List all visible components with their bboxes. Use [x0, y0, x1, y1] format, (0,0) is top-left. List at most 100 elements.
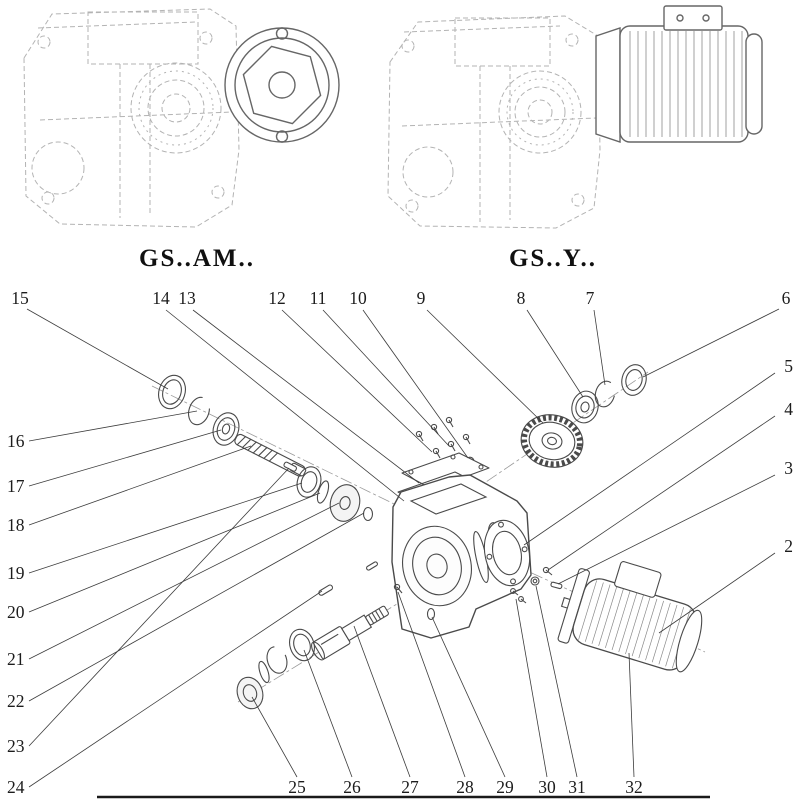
callout-label-22: 22 — [7, 691, 25, 711]
callout-line-20 — [28, 492, 321, 613]
callout-line-25 — [251, 696, 298, 778]
callout-line-2 — [658, 552, 776, 634]
part-motor-2 — [557, 561, 703, 673]
part-screws-30 — [510, 588, 527, 604]
callout-label-4: 4 — [784, 399, 793, 419]
part-snap-ring-7 — [594, 380, 616, 408]
callout-label-12: 12 — [268, 288, 286, 308]
callout-line-11 — [322, 309, 450, 447]
callout-line-18 — [28, 445, 252, 526]
callout-label-6: 6 — [782, 288, 791, 308]
callout-label-30: 30 — [538, 777, 556, 797]
callout-label-23: 23 — [7, 736, 25, 756]
part-gear-9 — [520, 414, 584, 468]
part-bearing-17 — [212, 412, 240, 446]
callout-line-29 — [431, 616, 506, 778]
callout-line-31 — [535, 585, 578, 778]
callout-label-28: 28 — [456, 777, 474, 797]
callout-line-16 — [28, 410, 198, 442]
callout-label-31: 31 — [568, 777, 586, 797]
part-shim-20 — [316, 480, 330, 504]
part-key-23 — [283, 461, 298, 472]
callout-label-25: 25 — [288, 777, 306, 797]
part-oil-seal-15 — [158, 374, 186, 410]
callout-line-12 — [281, 309, 433, 453]
exploded-parts — [158, 364, 703, 710]
part-washer-disc-21 — [329, 484, 361, 522]
part-snap-ring-lower — [266, 646, 288, 674]
callout-line-23 — [28, 467, 290, 747]
callout-line-28 — [397, 591, 466, 778]
callout-label-3: 3 — [784, 458, 793, 478]
callout-line-5 — [523, 372, 776, 546]
callout-label-7: 7 — [586, 288, 595, 308]
part-snap-ring-16 — [188, 396, 210, 426]
part-bearing-8 — [571, 390, 599, 424]
part-plug-31 — [530, 576, 540, 586]
callout-line-4 — [547, 415, 776, 571]
motor-fins — [629, 31, 743, 137]
label-gs-y: GS..Y.. — [509, 245, 597, 272]
callout-line-19 — [28, 482, 303, 574]
callout-line-27 — [353, 625, 411, 778]
motor-fins — [578, 580, 691, 669]
callout-line-8 — [526, 309, 584, 398]
callout-label-26: 26 — [343, 777, 361, 797]
callout-line-6 — [642, 308, 780, 378]
callout-line-3 — [557, 474, 776, 585]
callout-label-18: 18 — [7, 515, 25, 535]
callout-label-10: 10 — [349, 288, 367, 308]
part-worm-shaft-18 — [234, 433, 307, 477]
callout-label-32: 32 — [625, 777, 643, 797]
callout-label-11: 11 — [310, 288, 327, 308]
callout-line-15 — [26, 308, 169, 390]
am-output-flange — [224, 27, 340, 143]
part-plug-29 — [426, 607, 436, 621]
callout-label-17: 17 — [7, 476, 25, 496]
part-ring-22 — [362, 506, 374, 522]
part-bearing-26 — [289, 628, 315, 662]
part-bearing-19 — [296, 466, 322, 498]
part-output-shaft-27 — [311, 605, 389, 661]
part-seal-washer-25 — [236, 676, 264, 710]
callout-label-9: 9 — [417, 288, 426, 308]
part-pin — [366, 561, 378, 571]
part-oil-seal-6 — [621, 364, 647, 396]
callout-label-27: 27 — [401, 777, 419, 797]
callout-line-13 — [192, 309, 420, 484]
callout-label-19: 19 — [7, 563, 25, 583]
callout-label-29: 29 — [496, 777, 514, 797]
callout-line-24 — [28, 590, 323, 788]
y-motor — [595, 5, 763, 143]
part-housing — [391, 474, 532, 639]
part-cover-screws-12-11 — [415, 416, 471, 459]
callout-line-14 — [165, 309, 405, 502]
assembled-view-gs-am — [23, 8, 240, 228]
callout-line-22 — [28, 512, 365, 702]
callout-line-30 — [515, 598, 548, 778]
callout-label-2: 2 — [784, 536, 793, 556]
callout-line-7 — [593, 309, 606, 386]
part-screw-28 — [393, 583, 403, 594]
callout-line-21 — [28, 502, 340, 660]
callout-line-26 — [303, 649, 353, 778]
callout-line-9 — [426, 309, 544, 424]
callout-label-24: 24 — [7, 777, 25, 797]
callout-label-16: 16 — [7, 431, 25, 451]
callout-label-20: 20 — [7, 602, 25, 622]
part-flange-cover-5 — [483, 519, 531, 587]
callout-label-13: 13 — [178, 288, 196, 308]
callout-line-10 — [362, 309, 469, 459]
callout-label-21: 21 — [7, 649, 25, 669]
callout-label-14: 14 — [152, 288, 170, 308]
callout-line-17 — [28, 429, 222, 487]
part-roll-pin-24 — [318, 584, 334, 596]
callout-label-5: 5 — [784, 356, 793, 376]
label-gs-am: GS..AM.. — [139, 245, 255, 272]
callout-line-32 — [628, 652, 635, 778]
callout-label-15: 15 — [11, 288, 29, 308]
part-washer-lower — [258, 660, 270, 684]
